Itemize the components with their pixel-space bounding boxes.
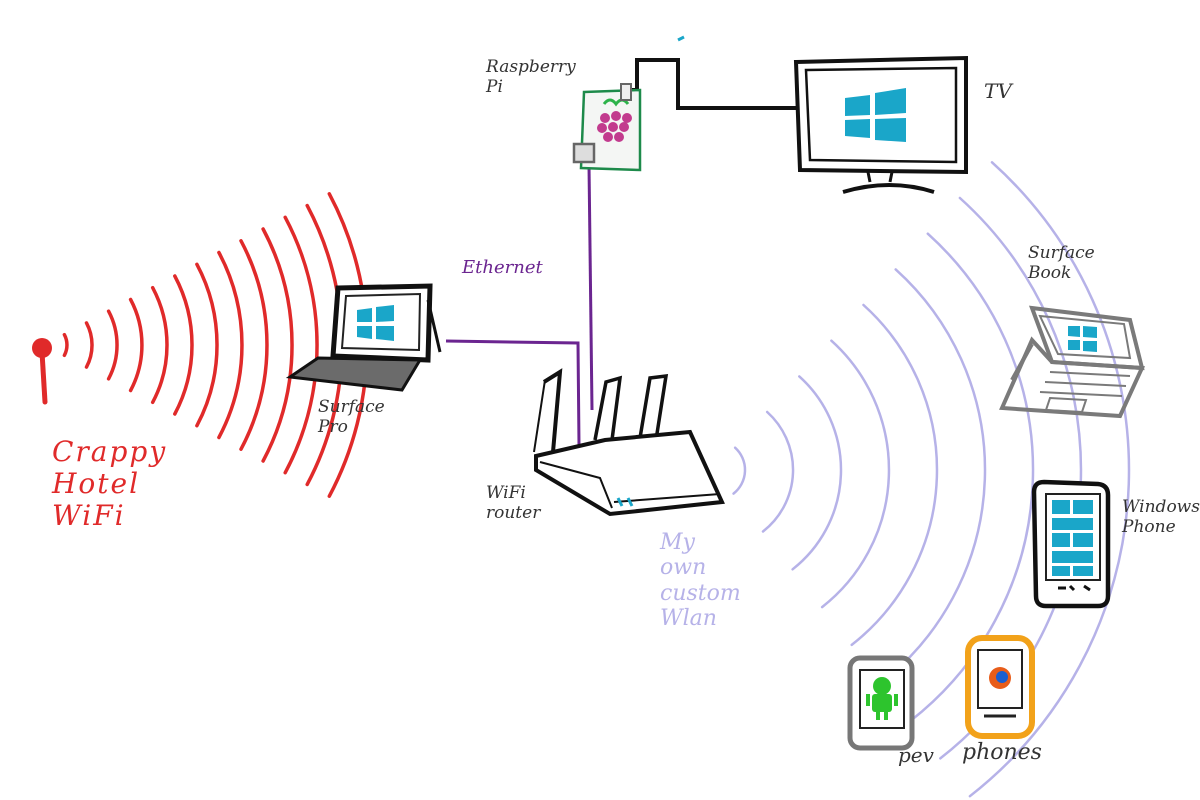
wlan-wave-arc	[850, 303, 939, 647]
wifi-router-label: WiFi router	[486, 483, 541, 523]
hotel-wifi-wave-arc	[173, 274, 194, 416]
wlan-wave-arc	[791, 375, 843, 571]
hotel-wifi-wave-arc	[283, 215, 319, 475]
hotel-wifi-wave-arc	[261, 227, 294, 463]
windows-phone-label: Windows Phone	[1122, 497, 1200, 537]
raspberry-pi-icon	[572, 83, 642, 172]
hotel-wifi-wave-arc	[217, 250, 244, 440]
tv-label: TV	[984, 79, 1012, 103]
router-icon	[533, 368, 725, 517]
hotel-wifi-wave-arc	[150, 285, 169, 405]
hotel-wifi-wave-arc	[62, 332, 69, 358]
hotel-wifi-wave-arc	[195, 262, 219, 428]
antenna-icon	[32, 338, 52, 405]
windows-phone-icon	[1031, 479, 1111, 609]
small-mark	[677, 35, 685, 42]
ethernet-cables	[445, 164, 594, 446]
wlan-wave-arc	[732, 446, 747, 495]
hotel-wifi-wave-arc	[239, 239, 269, 451]
hotel-wifi-wave-arc	[128, 297, 144, 393]
surface-pro-label: Surface Pro	[318, 397, 385, 437]
hotel-wifi-wave-arc	[106, 309, 119, 381]
surface-book-icon	[999, 305, 1146, 419]
android-phone-icon	[847, 655, 915, 751]
hotel-wifi-wave-arc	[84, 321, 94, 369]
surface-book-label: Surface Book	[1028, 243, 1095, 283]
wlan-wave-arc	[968, 161, 1131, 798]
ethernet-label: Ethernet	[462, 257, 543, 278]
crappy-hotel-wifi-label: Crappy Hotel WiFi	[52, 435, 168, 533]
pev-label: pev	[898, 743, 934, 767]
firefox-phone-icon	[965, 635, 1035, 739]
tv-icon	[793, 55, 968, 194]
raspberry-pi-label: Raspberry Pi	[486, 57, 576, 97]
custom-wlan-label: My own custom Wlan	[660, 530, 741, 631]
wlan-wave-arc	[820, 339, 891, 609]
surface-pro-icon	[285, 283, 442, 392]
phones-label: phones	[962, 740, 1042, 765]
hdmi-cable	[630, 58, 798, 110]
wlan-wave-arc	[761, 410, 795, 533]
wlan-wave-arc	[879, 268, 987, 685]
